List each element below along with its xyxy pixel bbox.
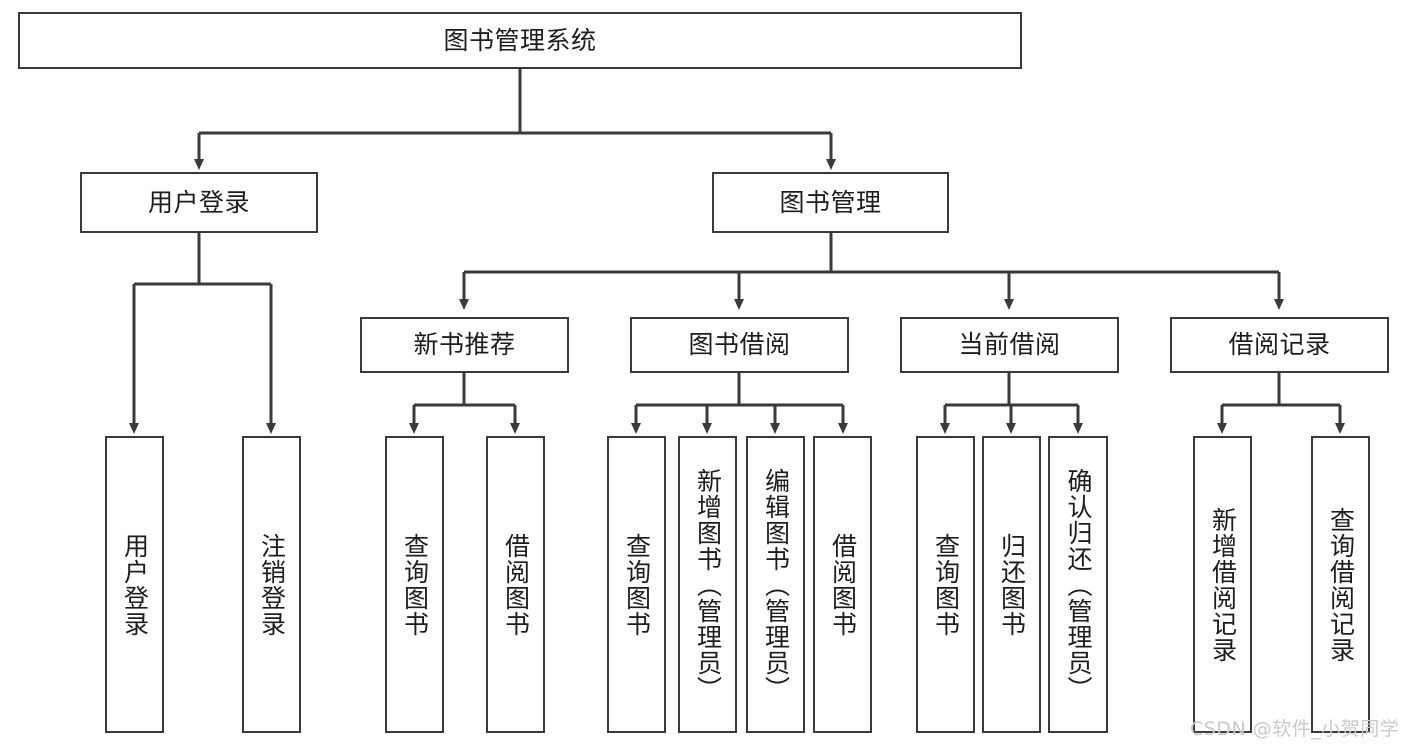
node-leaf-edit-book-admin-label: 编辑图书（管理员） bbox=[761, 467, 791, 702]
node-leaf-user-login[interactable]: 用户登录 bbox=[105, 436, 164, 733]
node-leaf-borrow-book-1-label: 借阅图书 bbox=[501, 532, 531, 637]
node-user-login[interactable]: 用户登录 bbox=[80, 172, 318, 233]
node-root-label: 图书管理系统 bbox=[443, 25, 597, 55]
node-current-borrow-label: 当前借阅 bbox=[958, 330, 1061, 360]
node-leaf-logout-login-label: 注销登录 bbox=[257, 532, 287, 637]
node-leaf-query-book-2[interactable]: 查询图书 bbox=[607, 436, 666, 733]
node-root-book-management-system[interactable]: 图书管理系统 bbox=[18, 12, 1022, 69]
node-current-borrow[interactable]: 当前借阅 bbox=[900, 317, 1119, 373]
node-new-book-recommend[interactable]: 新书推荐 bbox=[360, 317, 569, 373]
node-leaf-borrow-book-2-label: 借阅图书 bbox=[828, 532, 858, 637]
node-new-book-recommend-label: 新书推荐 bbox=[413, 330, 516, 360]
node-leaf-confirm-return-admin-label: 确认归还（管理员） bbox=[1064, 467, 1093, 702]
node-leaf-query-borrow-record-label: 查询借阅记录 bbox=[1326, 506, 1356, 663]
node-leaf-add-book-admin[interactable]: 新增图书（管理员） bbox=[678, 436, 737, 733]
csdn-watermark: CSDN @软件_小贺同学 bbox=[1190, 718, 1400, 740]
node-book-borrow[interactable]: 图书借阅 bbox=[630, 317, 849, 373]
node-leaf-borrow-book-2[interactable]: 借阅图书 bbox=[813, 436, 872, 733]
node-leaf-query-book-3-label: 查询图书 bbox=[931, 532, 961, 637]
node-leaf-confirm-return-admin[interactable]: 确认归还（管理员） bbox=[1048, 436, 1108, 733]
node-borrow-record[interactable]: 借阅记录 bbox=[1170, 317, 1389, 373]
node-book-borrow-label: 图书借阅 bbox=[688, 330, 791, 360]
node-leaf-borrow-book-1[interactable]: 借阅图书 bbox=[486, 436, 545, 733]
node-leaf-add-borrow-record[interactable]: 新增借阅记录 bbox=[1193, 436, 1252, 733]
node-leaf-add-book-admin-label: 新增图书（管理员） bbox=[693, 467, 723, 702]
node-book-manage[interactable]: 图书管理 bbox=[712, 172, 949, 233]
node-leaf-logout-login[interactable]: 注销登录 bbox=[242, 436, 301, 733]
node-leaf-query-book-1-label: 查询图书 bbox=[400, 532, 430, 637]
node-leaf-query-borrow-record[interactable]: 查询借阅记录 bbox=[1311, 436, 1370, 733]
node-leaf-user-login-label: 用户登录 bbox=[120, 532, 150, 637]
node-book-manage-label: 图书管理 bbox=[779, 187, 882, 217]
node-leaf-edit-book-admin[interactable]: 编辑图书（管理员） bbox=[746, 436, 805, 733]
node-leaf-return-book-label: 归还图书 bbox=[997, 532, 1027, 637]
node-user-login-label: 用户登录 bbox=[147, 187, 250, 217]
node-leaf-add-borrow-record-label: 新增借阅记录 bbox=[1208, 506, 1238, 663]
node-borrow-record-label: 借阅记录 bbox=[1228, 330, 1331, 360]
node-leaf-return-book[interactable]: 归还图书 bbox=[982, 436, 1041, 733]
node-leaf-query-book-2-label: 查询图书 bbox=[622, 532, 652, 637]
node-leaf-query-book-1[interactable]: 查询图书 bbox=[385, 436, 444, 733]
node-leaf-query-book-3[interactable]: 查询图书 bbox=[916, 436, 975, 733]
